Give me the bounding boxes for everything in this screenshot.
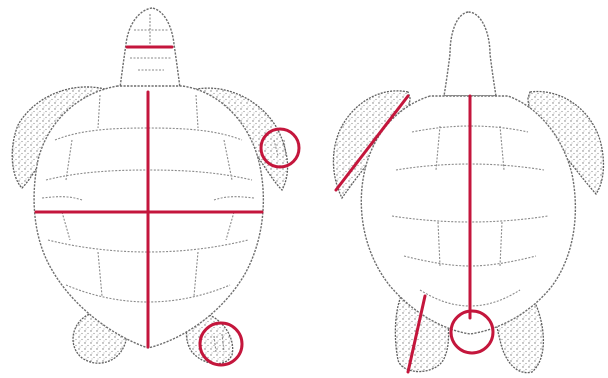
ventral-head (444, 12, 496, 96)
ventral-plastron (361, 96, 575, 334)
ventral-view (333, 12, 603, 373)
dorsal-view (12, 8, 299, 365)
